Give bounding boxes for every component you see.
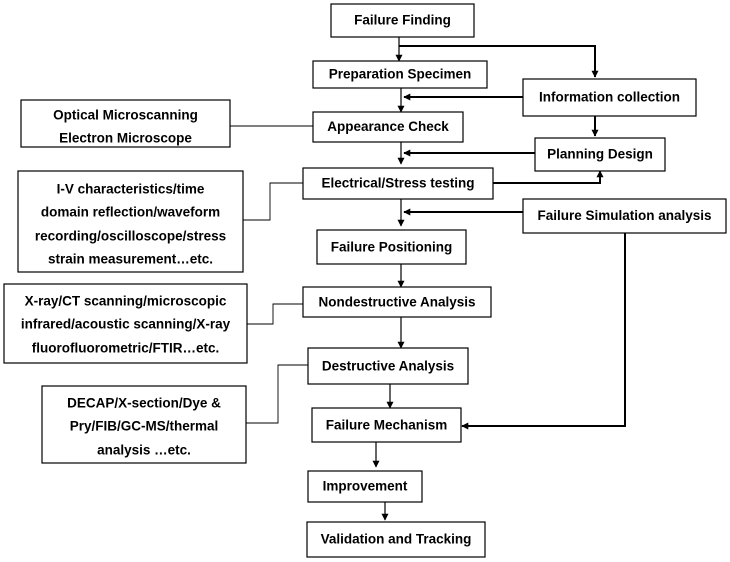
svg-text:Electron Microscope: Electron Microscope — [59, 131, 192, 146]
connector-destructive-note — [246, 364, 308, 424]
svg-text:Optical Microscanning: Optical Microscanning — [53, 108, 198, 123]
node-failure-mechanism: Failure Mechanism — [311, 407, 462, 443]
edge-simulation-to-mechanism — [461, 233, 626, 430]
node-electrical-stress-testing: Electrical/Stress testing — [302, 167, 494, 200]
node-failure-positioning: Failure Positioning — [316, 229, 467, 265]
svg-text:Pry/FIB/GC-MS/thermal: Pry/FIB/GC-MS/thermal — [70, 419, 219, 434]
node-destructive-analysis: Destructive Analysis — [307, 347, 469, 385]
edge-finding-to-information — [399, 45, 599, 78]
svg-text:recording/oscilloscope/stress: recording/oscilloscope/stress — [35, 229, 226, 244]
svg-text:Failure Mechanism: Failure Mechanism — [326, 418, 448, 433]
node-validation-and-tracking: Validation and Tracking — [306, 521, 486, 558]
note-appearance-methods: Optical Microscanning Electron Microscop… — [20, 99, 231, 148]
edge-electrical-to-planning — [493, 170, 604, 184]
node-planning-design: Planning Design — [534, 137, 666, 172]
svg-text:Failure Finding: Failure Finding — [354, 13, 451, 28]
connector-electrical-note — [243, 182, 303, 221]
svg-text:X-ray/CT scanning/microscopic: X-ray/CT scanning/microscopic — [25, 294, 227, 309]
svg-text:domain reflection/waveform: domain reflection/waveform — [41, 205, 220, 220]
node-failure-simulation-analysis: Failure Simulation analysis — [522, 198, 727, 234]
node-appearance-check: Appearance Check — [312, 111, 464, 143]
note-nondestructive-methods: X-ray/CT scanning/microscopic infrared/a… — [3, 283, 248, 364]
node-improvement: Improvement — [307, 470, 423, 503]
note-electrical-methods: I-V characteristics/time domain reflecti… — [17, 170, 244, 273]
svg-text:fluorofluorometric/FTIR…etc.: fluorofluorometric/FTIR…etc. — [32, 341, 220, 356]
svg-text:Planning Design: Planning Design — [547, 147, 653, 162]
svg-text:infrared/acoustic scanning/X-r: infrared/acoustic scanning/X-ray — [21, 317, 231, 332]
svg-text:Destructive Analysis: Destructive Analysis — [322, 359, 454, 374]
node-preparation-specimen: Preparation Specimen — [312, 60, 488, 89]
node-failure-finding: Failure Finding — [330, 3, 475, 38]
svg-text:Electrical/Stress testing: Electrical/Stress testing — [321, 176, 474, 191]
svg-text:analysis …etc.: analysis …etc. — [97, 443, 191, 458]
svg-text:strain measurement…etc.: strain measurement…etc. — [48, 252, 213, 267]
svg-text:Failure Positioning: Failure Positioning — [331, 240, 453, 255]
svg-text:I-V characteristics/time: I-V characteristics/time — [57, 182, 205, 197]
svg-text:Information collection: Information collection — [539, 90, 680, 105]
svg-text:Validation and Tracking: Validation and Tracking — [321, 532, 472, 547]
svg-text:Preparation Specimen: Preparation Specimen — [329, 67, 472, 82]
svg-text:Nondestructive Analysis: Nondestructive Analysis — [318, 295, 475, 310]
connector-nondestructive-note — [247, 303, 303, 325]
svg-text:Improvement: Improvement — [323, 479, 408, 494]
note-destructive-methods: DECAP/X-section/Dye & Pry/FIB/GC-MS/ther… — [41, 385, 247, 464]
svg-text:DECAP/X-section/Dye &: DECAP/X-section/Dye & — [67, 396, 221, 411]
svg-text:Appearance Check: Appearance Check — [327, 119, 449, 134]
node-nondestructive-analysis: Nondestructive Analysis — [302, 286, 492, 318]
node-information-collection: Information collection — [522, 78, 697, 117]
flow-edges — [230, 37, 626, 521]
svg-text:Failure Simulation analysis: Failure Simulation analysis — [537, 208, 711, 223]
